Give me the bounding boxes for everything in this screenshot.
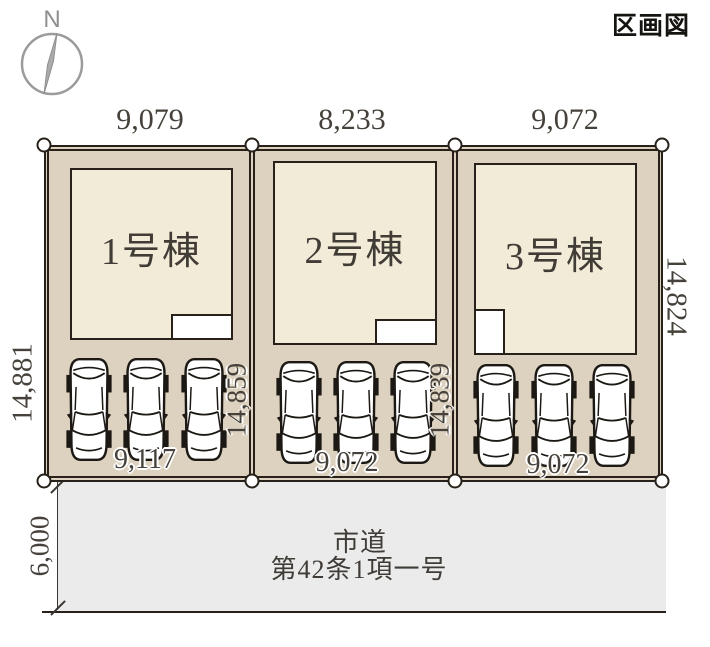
building-1-label: 1号棟 bbox=[100, 230, 202, 273]
building-1: 1号棟 bbox=[70, 168, 233, 340]
car-icon bbox=[65, 352, 113, 468]
page-title: 区画図 bbox=[612, 12, 691, 40]
survey-point-marker bbox=[36, 473, 52, 489]
survey-point-marker bbox=[244, 137, 260, 153]
building-1-entrance-notch bbox=[171, 314, 233, 340]
road-name: 市道 bbox=[332, 528, 388, 557]
survey-point-marker bbox=[654, 137, 670, 153]
building-2-entrance-notch bbox=[375, 319, 437, 345]
dim-inner-plot1: 14,859 bbox=[221, 362, 252, 438]
dim-top-plot3: 9,072 bbox=[531, 103, 599, 136]
car-icon bbox=[588, 358, 636, 474]
dim-bottom-plot3: 9,072 bbox=[526, 449, 590, 480]
dim-top-plot2: 8,233 bbox=[318, 103, 386, 136]
building-3: 3号棟 bbox=[474, 163, 637, 355]
building-3-label: 3号棟 bbox=[504, 235, 606, 278]
survey-point-marker bbox=[36, 137, 52, 153]
survey-point-marker bbox=[244, 473, 260, 489]
survey-point-marker bbox=[654, 473, 670, 489]
dim-right-outer: 14,824 bbox=[660, 256, 693, 336]
dim-left-outer: 14,881 bbox=[6, 343, 39, 423]
survey-point-marker bbox=[447, 137, 463, 153]
road-designation: 第42条1項一号 bbox=[270, 555, 448, 584]
dim-inner-plot2: 14,839 bbox=[424, 362, 455, 438]
dim-bottom-plot1: 9,117 bbox=[114, 444, 176, 475]
road-area bbox=[58, 481, 666, 612]
dim-road-width: 6,000 bbox=[24, 515, 55, 577]
building-3-entrance-notch bbox=[474, 309, 505, 355]
building-2: 2号棟 bbox=[273, 161, 437, 345]
dim-top-plot1: 9,079 bbox=[116, 103, 184, 136]
compass-icon: N bbox=[20, 6, 84, 96]
building-2-label: 2号棟 bbox=[304, 229, 406, 272]
car-icon bbox=[472, 358, 520, 474]
survey-point-marker bbox=[447, 473, 463, 489]
compass-north-label: N bbox=[43, 6, 60, 33]
dim-bottom-plot2: 9,072 bbox=[315, 447, 379, 478]
road-width-dimension-line bbox=[57, 482, 58, 610]
road-edge-line bbox=[42, 611, 666, 613]
